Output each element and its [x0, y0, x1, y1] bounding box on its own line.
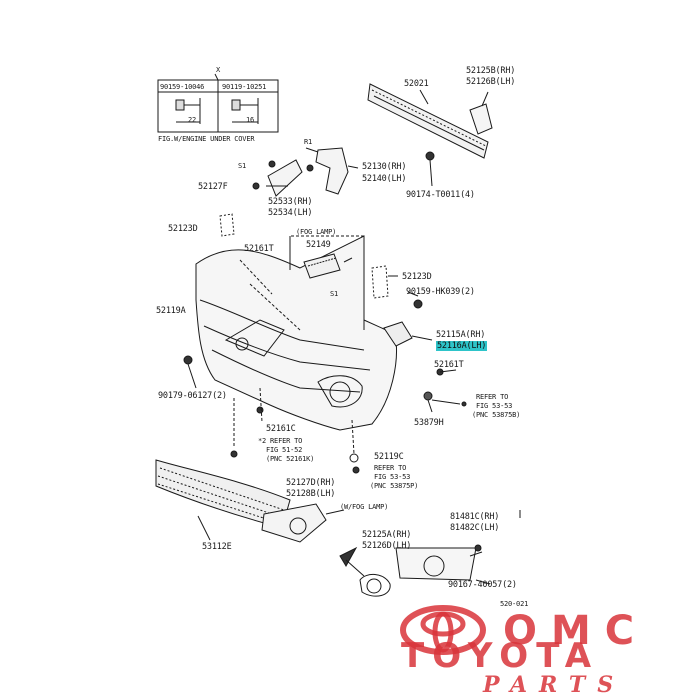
cover-52127d — [261, 503, 345, 543]
refer-2-line-2: FIG 51-52 — [266, 446, 303, 454]
inset-dim-2: 16 — [246, 116, 255, 124]
label-52161t-a: 52161T — [244, 244, 274, 254]
omc-toyota-parts-logo: OMC TOYOTA PARTS — [395, 602, 700, 700]
bolt-90159 — [407, 291, 423, 309]
refer-3-line-1: REFER TO — [374, 464, 407, 472]
refer-1-line-2: FIG 53-53 — [476, 402, 513, 410]
inset-box — [157, 73, 279, 133]
label-52127d: 52127D(RH) — [286, 478, 336, 488]
cover-52125a — [339, 546, 391, 597]
label-52127f: 52127F — [198, 182, 228, 192]
label-52021: 52021 — [404, 79, 429, 89]
refer-2-line-1: *2 REFER TO — [258, 437, 303, 445]
toyota-emblem-icon — [400, 605, 486, 655]
label-fog-lamp-note: (W/FOG LAMP) — [340, 503, 389, 511]
logo-parts: PARTS — [483, 672, 626, 698]
part-52119c — [349, 419, 360, 474]
label-81481c: 81481C(RH) — [450, 512, 500, 522]
inset-part-2: 90119-10251 — [222, 83, 267, 91]
label-52140: 52140(LH) — [362, 174, 407, 184]
bolt-90179 — [183, 355, 197, 389]
label-52128b: 52128B(LH) — [286, 489, 336, 499]
label-90174: 90174-T0011(4) — [406, 190, 475, 200]
inset-dim-1: 22 — [188, 116, 197, 124]
clip-52123d-top — [219, 213, 235, 237]
clip-52123d-right — [371, 265, 398, 299]
fog-lamp-81481c — [395, 544, 491, 585]
highlighted-part: 52116A(LH) — [436, 341, 488, 351]
refer-3-line-2: FIG 53-53 — [374, 473, 411, 481]
label-52119c: 52119C — [374, 452, 404, 462]
inset-mark: X — [216, 66, 221, 74]
label-52533: 52533(RH) — [268, 197, 313, 207]
label-81482c: 81482C(LH) — [450, 523, 500, 533]
bracket-52115a — [383, 321, 433, 347]
figure-number: 520-021 — [500, 600, 529, 608]
label-s1-b: S1 — [330, 290, 339, 298]
refer-2-line-3: (PNC 52161K) — [266, 455, 315, 463]
label-52125b: 52125B(RH) — [466, 66, 516, 76]
inset-caption: FIG.W/ENGINE UNDER COVER — [158, 135, 255, 143]
label-lamp-note: (FOG LAMP) — [296, 228, 337, 236]
bumper-reinforcement — [367, 83, 493, 159]
label-53879h: 53879H — [414, 418, 444, 428]
seal-53879h — [423, 391, 467, 413]
bumper-cover — [195, 235, 397, 431]
label-52119a: 52119A — [156, 306, 186, 316]
label-90159-hk: 90159-HK039(2) — [406, 287, 475, 297]
bracket-52533 — [252, 159, 303, 197]
label-90179: 90179-06127(2) — [158, 391, 227, 401]
bracket-52130 — [305, 147, 359, 195]
refer-1-line-1: REFER TO — [476, 393, 509, 401]
label-90167: 90167-40057(2) — [448, 580, 517, 590]
label-52123d-right: 52123D — [402, 272, 432, 282]
refer-1-line-3: (PNC 53875B) — [472, 411, 521, 419]
label-r1: R1 — [304, 138, 313, 146]
clip-52161t-right — [436, 368, 457, 376]
label-52115a: 52115A(RH) — [436, 330, 486, 340]
label-52123d-top: 52123D — [168, 224, 198, 234]
label-52149: 52149 — [306, 240, 331, 250]
logo-omc: OMC — [503, 608, 649, 654]
part-52149 — [303, 253, 353, 279]
label-53112e: 53112E — [202, 542, 232, 552]
label-52126b: 52126B(LH) — [466, 77, 516, 87]
label-52534: 52534(LH) — [268, 208, 313, 218]
label-52126d: 52126D(LH) — [362, 541, 412, 551]
label-52161t-b: 52161T — [434, 360, 464, 370]
inset-part-1: 90159-10046 — [160, 83, 205, 91]
label-52116a: 52116A(LH) — [436, 341, 488, 351]
refer-3-line-3: (PNC 53875P) — [370, 482, 419, 490]
label-52161c: 52161C — [266, 424, 296, 434]
bolt-90174 — [425, 151, 435, 187]
label-52130: 52130(RH) — [362, 162, 407, 172]
label-52125a: 52125A(RH) — [362, 530, 412, 540]
label-s1-a: S1 — [238, 162, 247, 170]
clip-52161c — [230, 387, 264, 458]
logo-toyota: TOYOTA — [401, 636, 600, 676]
